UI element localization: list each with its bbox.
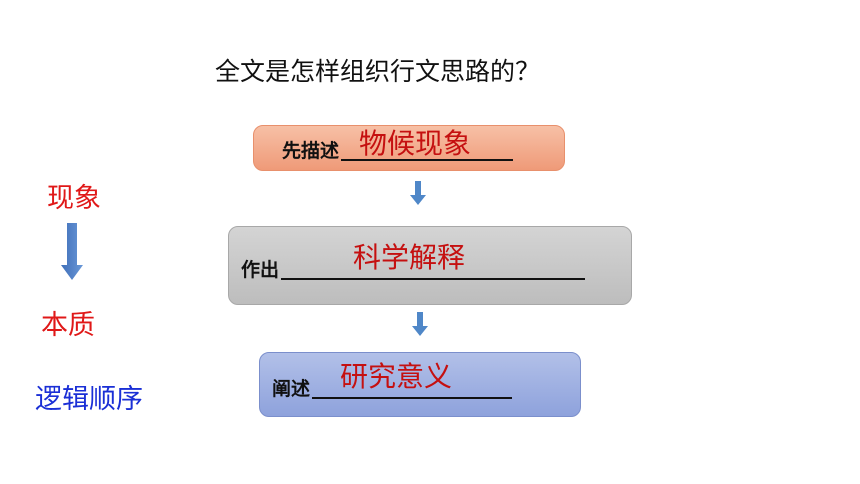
side-label-phenomenon: 现象 xyxy=(47,183,101,214)
step-box-significance: 阐述 研究意义 xyxy=(259,352,581,417)
step-prefix: 作出 xyxy=(241,259,280,281)
answer-blank: 研究意义 xyxy=(312,363,513,399)
side-down-arrow-icon xyxy=(61,223,83,280)
step-box-explain: 作出 科学解释 xyxy=(228,226,632,305)
down-arrow-icon xyxy=(412,312,428,336)
answer-blank: 物候现象 xyxy=(341,130,514,161)
step-prefix: 先描述 xyxy=(282,140,340,162)
step-answer: 科学解释 xyxy=(353,241,466,274)
side-label-logical-order: 逻辑顺序 xyxy=(35,384,143,415)
step-box-describe: 先描述 物候现象 xyxy=(253,125,565,171)
step-answer: 物候现象 xyxy=(359,127,472,160)
step-answer: 研究意义 xyxy=(340,360,453,393)
side-label-essence: 本质 xyxy=(41,310,95,341)
down-arrow-icon xyxy=(410,181,426,205)
answer-blank: 科学解释 xyxy=(281,244,586,280)
step-prefix: 阐述 xyxy=(272,378,311,400)
question-title: 全文是怎样组织行文思路的？ xyxy=(215,57,541,86)
